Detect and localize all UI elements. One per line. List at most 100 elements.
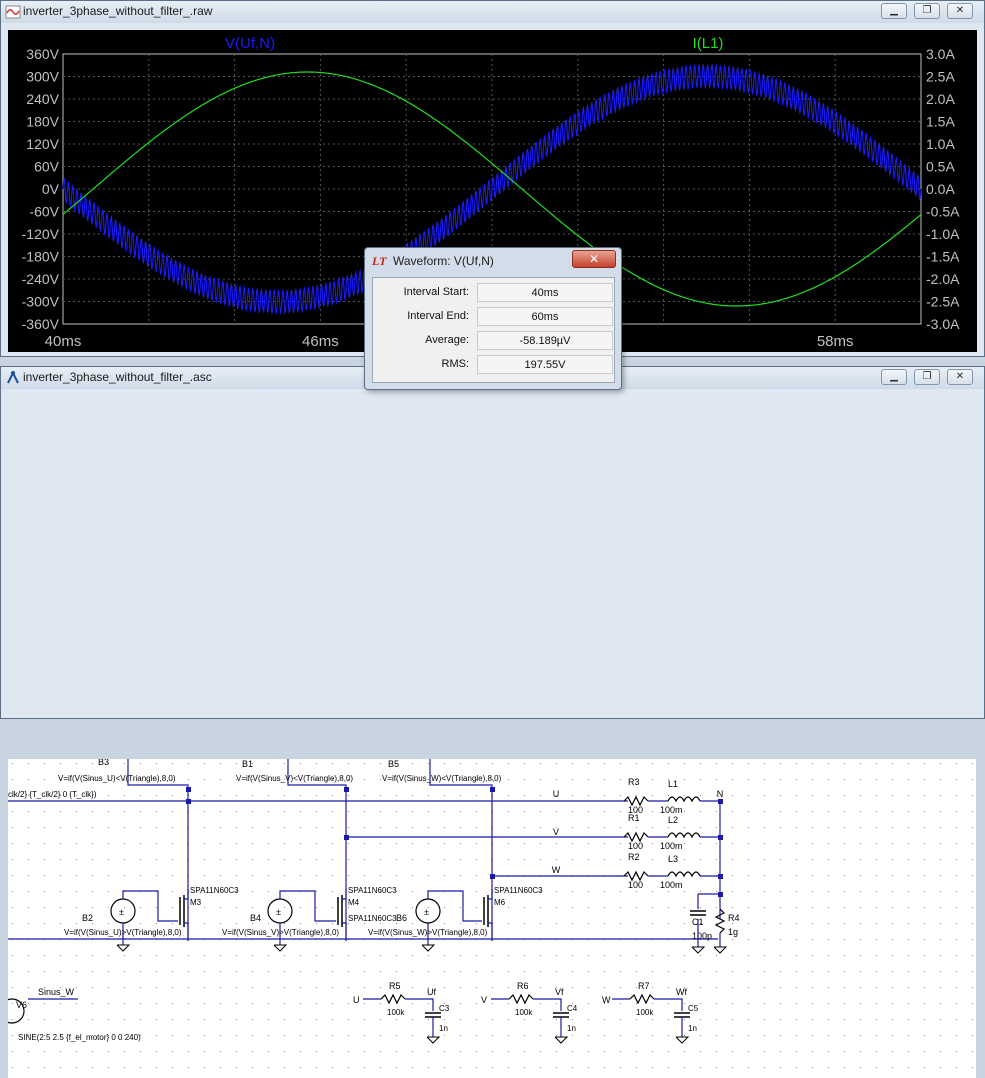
grid-dot [604, 859, 605, 860]
grid-dot [940, 811, 941, 812]
grid-dot [860, 1067, 861, 1068]
grid-dot [380, 1051, 381, 1052]
grid-dot [140, 987, 141, 988]
grid-dot [748, 827, 749, 828]
plot-window[interactable]: inverter_3phase_without_filter_.raw ▁ ❐ … [0, 0, 985, 357]
waveform-dialog-close-button[interactable]: ✕ [572, 250, 616, 268]
grid-dot [636, 1035, 637, 1036]
grid-dot [604, 811, 605, 812]
label-resistor-value: 100 [628, 880, 643, 890]
grid-dot [844, 1051, 845, 1052]
grid-dot [396, 843, 397, 844]
grid-dot [748, 1035, 749, 1036]
grid-dot [476, 891, 477, 892]
plot-window-titlebar[interactable]: inverter_3phase_without_filter_.raw ▁ ❐ … [1, 1, 984, 23]
grid-dot [540, 795, 541, 796]
grid-dot [748, 971, 749, 972]
x-axis-tick-label: 40ms [45, 333, 82, 350]
waveform-dialog-titlebar[interactable]: LT Waveform: V(Uf,N) ✕ [365, 248, 621, 272]
right-axis-tick-label: 3.0A [926, 46, 955, 62]
grid-dot [556, 1019, 557, 1020]
grid-dot [732, 955, 733, 956]
grid-dot [28, 907, 29, 908]
grid-dot [124, 1051, 125, 1052]
schematic-minimize-button[interactable]: ▁ [881, 369, 907, 385]
grid-dot [572, 1067, 573, 1068]
schematic-window[interactable]: inverter_3phase_without_filter_.asc ▁ ❐ … [0, 366, 985, 1078]
label-filter-resistor-value: 100k [387, 1008, 405, 1017]
grid-dot [668, 971, 669, 972]
plot-minimize-button[interactable]: ▁ [881, 3, 907, 19]
grid-dot [748, 1019, 749, 1020]
grid-dot [972, 859, 973, 860]
grid-dot [444, 827, 445, 828]
grid-dot [572, 827, 573, 828]
grid-dot [332, 1003, 333, 1004]
grid-dot [508, 907, 509, 908]
plot-restore-button[interactable]: ❐ [914, 3, 940, 19]
grid-dot [300, 955, 301, 956]
grid-dot [300, 843, 301, 844]
grid-dot [940, 891, 941, 892]
grid-dot [140, 1067, 141, 1068]
grid-dot [60, 811, 61, 812]
grid-dot [460, 875, 461, 876]
grid-dot [652, 827, 653, 828]
grid-dot [380, 827, 381, 828]
grid-dot [316, 1003, 317, 1004]
grid-dot [940, 955, 941, 956]
schematic-close-button[interactable]: ✕ [947, 369, 973, 385]
series-line-voltage [62, 63, 922, 315]
waveform-dialog[interactable]: LT Waveform: V(Uf,N) ✕ Interval Start: 4… [364, 247, 622, 390]
grid-dot [28, 1051, 29, 1052]
grid-dot [684, 971, 685, 972]
label-filter-capacitor-value: 1n [567, 1024, 576, 1033]
grid-dot [876, 1003, 877, 1004]
grid-dot [268, 923, 269, 924]
grid-dot [572, 987, 573, 988]
grid-dot [172, 811, 173, 812]
grid-dot [492, 971, 493, 972]
plot-close-button[interactable]: ✕ [947, 3, 973, 19]
grid-dot [956, 907, 957, 908]
grid-dot [380, 1019, 381, 1020]
grid-dot [236, 1067, 237, 1068]
grid-dot [348, 1051, 349, 1052]
label-inductor-value: 100m [660, 841, 683, 851]
right-axis-tick-label: 0.0A [926, 181, 955, 197]
grid-dot [60, 827, 61, 828]
grid-dot [268, 1019, 269, 1020]
grid-dot [236, 859, 237, 860]
label-clk-source: clk/2} {T_clk/2} 0 {T_clk}) [8, 790, 97, 799]
label-b5: B5 [388, 759, 399, 769]
schematic-restore-button[interactable]: ❐ [914, 369, 940, 385]
label-inductor-value: 100m [660, 805, 683, 815]
grid-dot [892, 907, 893, 908]
grid-dot [236, 827, 237, 828]
grid-dot [540, 811, 541, 812]
grid-dot [332, 1067, 333, 1068]
grid-dot [716, 955, 717, 956]
grid-dot [188, 987, 189, 988]
grid-dot [764, 907, 765, 908]
grid-dot [76, 875, 77, 876]
grid-dot [524, 811, 525, 812]
grid-dot [684, 763, 685, 764]
grid-dot [92, 907, 93, 908]
grid-dot [396, 971, 397, 972]
grid-dot [268, 1067, 269, 1068]
waveform-chart[interactable]: 360V300V240V180V120V60V0V-60V-120V-180V-… [8, 30, 977, 352]
grid-dot [828, 827, 829, 828]
grid-dot [556, 1051, 557, 1052]
grid-dot [332, 907, 333, 908]
grid-dot [460, 843, 461, 844]
grid-dot [796, 987, 797, 988]
grid-dot [908, 811, 909, 812]
grid-dot [380, 811, 381, 812]
label-node-w: W [552, 865, 561, 875]
grid-dot [396, 1035, 397, 1036]
grid-dot [956, 779, 957, 780]
grid-dot [540, 843, 541, 844]
